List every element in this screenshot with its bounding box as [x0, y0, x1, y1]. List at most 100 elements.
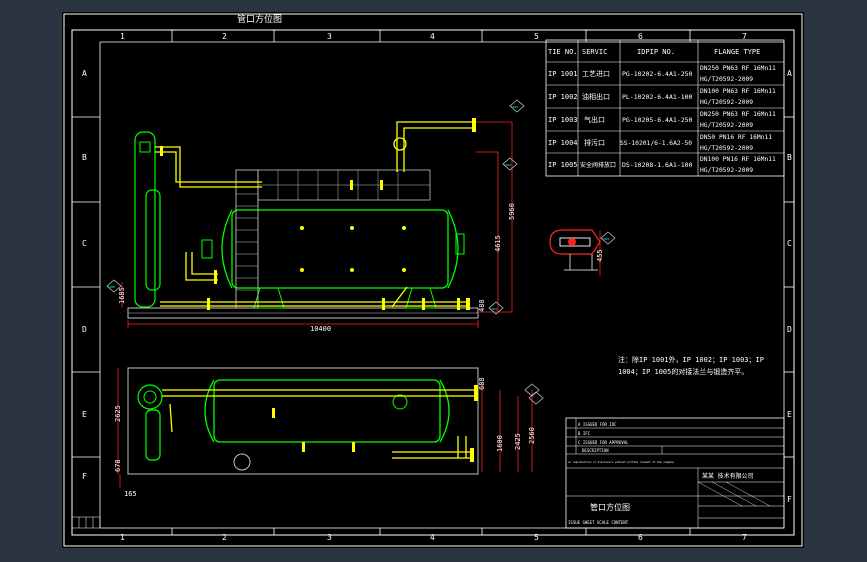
- table-cell: PG-10205-6.4A1-250: [622, 116, 693, 124]
- table-cell: IP 1005: [548, 161, 578, 169]
- row-label: C: [82, 239, 87, 248]
- rev-row: B IFC: [578, 431, 591, 436]
- table-cell: SS-10201/6-1.6A2-50: [620, 140, 692, 147]
- row-label: D: [82, 325, 87, 334]
- table-cell: IP 1001: [548, 70, 578, 78]
- dim-text: 455: [596, 249, 604, 262]
- table-cell: DN250 PN63 RF 16Mn11: [700, 65, 776, 72]
- col-label: 7: [742, 32, 747, 41]
- col-label: 1: [120, 32, 125, 41]
- ladder: [235, 169, 259, 309]
- table-header: SERVIC: [582, 48, 607, 56]
- table-header: TIE NO.: [548, 48, 578, 56]
- row-label: D: [787, 325, 792, 334]
- row-label: C: [787, 239, 792, 248]
- table-cell: DN250 PN63 RF 16Mn11: [700, 111, 776, 118]
- row-label: F: [787, 495, 792, 504]
- row-label: B: [82, 153, 87, 162]
- row-label: A: [82, 69, 87, 78]
- table-cell: IP 1003: [548, 116, 578, 124]
- cad-drawing: 管口方位图 1 2 3 4 5 6 7 1 2 3 4 5 6 7 A B C …: [63, 13, 803, 547]
- title-block-small-text: ISSUE SHEET SCALE CONTENT: [568, 520, 629, 525]
- plan-piping: [162, 389, 474, 459]
- nozzle-callouts: 1001 1002 1003 1004 1005: [106, 99, 616, 405]
- col-label: 4: [430, 32, 435, 41]
- dim-text: 2425: [514, 433, 522, 450]
- table-header: IDPIP NO.: [637, 48, 675, 56]
- vertical-column: [134, 131, 156, 308]
- table-cell: IP 1002: [548, 93, 578, 101]
- dim-length: 10400: [310, 325, 331, 333]
- dim-text: 2560: [528, 427, 536, 444]
- row-label: B: [787, 153, 792, 162]
- callout-label: 1001: [511, 105, 518, 109]
- left-rev-strip: [71, 516, 101, 529]
- col-label: 1: [120, 533, 125, 542]
- dim-text: 678: [114, 459, 122, 472]
- drawing-note-line2: 1004；IP 1005的对接法兰与锻造齐平。: [618, 367, 748, 376]
- dimension-texts: 10400 5960 4615 455 488 688 1600 2425 25…: [114, 203, 604, 498]
- callout-label: 1005: [108, 285, 115, 289]
- row-label: F: [82, 472, 87, 481]
- col-label: 6: [638, 32, 643, 41]
- dim-text: 4615: [494, 235, 502, 252]
- col-label: 5: [534, 533, 539, 542]
- dim-text: 1685: [118, 287, 126, 304]
- table-header: FLANGE TYPE: [714, 48, 760, 56]
- elevation-view: [127, 118, 479, 319]
- disclaimer: no reproduction or disclosure without wr…: [568, 460, 675, 464]
- drawing-note-line1: 注：除IP 1001外，IP 1002；IP 1003；IP: [618, 355, 764, 364]
- dim-text: 165: [124, 490, 137, 498]
- table-cell: DS-10208-1.6A1-100: [622, 161, 693, 169]
- dim-text: 1600: [496, 435, 504, 452]
- table-cell: 安全阀排放口: [580, 161, 616, 169]
- dim-text: 688: [478, 377, 486, 390]
- col-label: 3: [327, 32, 332, 41]
- grid-row-labels-right: A B C D E F: [787, 69, 792, 504]
- table-cell: PG-10202-6.4A1-250: [622, 70, 693, 78]
- rev-row: C ISSUED FOR APPROVAL: [578, 440, 629, 445]
- table-cell: PL-10202-6.4A1-100: [622, 93, 693, 101]
- title-block-drawing-name: 管口方位图: [590, 502, 630, 512]
- dim-text: 488: [478, 299, 486, 312]
- col-label: 3: [327, 533, 332, 542]
- description-header: DESCRIPTION: [582, 448, 609, 453]
- table-cell: 气出口: [584, 115, 605, 124]
- row-label: E: [82, 410, 87, 419]
- drawing-sheet: 管口方位图 1 2 3 4 5 6 7 1 2 3 4 5 6 7 A B C …: [62, 12, 804, 548]
- table-cell: 排污口: [584, 138, 605, 147]
- table-cell: 油相出口: [582, 92, 610, 101]
- col-label: 6: [638, 533, 643, 542]
- company-name: 某某 技术有限公司: [702, 472, 754, 480]
- elevation-piping: [155, 121, 472, 308]
- table-cell: HG/T20592-2009: [700, 122, 753, 129]
- callout-label: 1004: [490, 307, 497, 311]
- callout-label: 1003: [602, 237, 609, 241]
- table-cell: DN100 PN63 RF 16Mn11: [700, 88, 776, 95]
- top-title: 管口方位图: [237, 13, 282, 25]
- dim-text: 2625: [114, 405, 122, 422]
- plan-skid: [127, 367, 479, 475]
- nozzle-table: TIE NO. SERVIC IDPIP NO. FLANGE TYPE IP …: [545, 39, 785, 177]
- col-label: 5: [534, 32, 539, 41]
- row-label: A: [787, 69, 792, 78]
- table-cell: 工艺进口: [582, 70, 610, 78]
- outer-border: [63, 13, 803, 547]
- plan-vessel: [213, 379, 441, 443]
- col-label: 4: [430, 533, 435, 542]
- table-cell: IP 1004: [548, 139, 578, 147]
- table-cell: DN100 PN16 RF 16Mn11: [700, 156, 776, 163]
- row-label: E: [787, 410, 792, 419]
- rev-row: A ISSUED FOR IDC: [578, 422, 617, 427]
- table-cell: HG/T20592-2009: [700, 99, 753, 106]
- side-detail: [549, 229, 601, 271]
- plan-view: [127, 367, 479, 475]
- col-label: 2: [222, 32, 227, 41]
- table-cell: HG/T20592-2009: [700, 76, 753, 83]
- table-cell: DN50 PN16 RF 16Mn11: [700, 134, 772, 141]
- col-label: 7: [742, 533, 747, 542]
- dim-text: 5960: [508, 203, 516, 220]
- grid-col-labels-top: 1 2 3 4 5 6 7: [120, 32, 747, 41]
- table-cell: HG/T20592-2009: [700, 145, 753, 152]
- grid-row-labels-left: A B C D E F: [82, 69, 87, 481]
